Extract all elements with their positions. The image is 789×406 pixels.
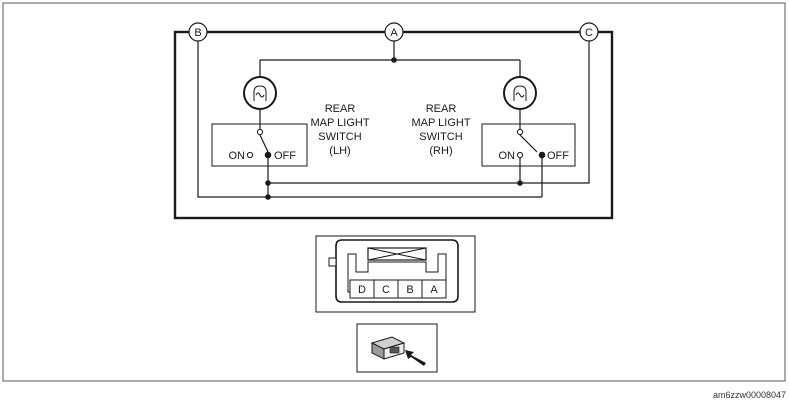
node-c: C xyxy=(579,22,599,42)
switch-terminals-rh xyxy=(516,128,546,159)
view-direction-icon xyxy=(356,323,438,373)
node-b-label: B xyxy=(194,27,201,39)
view-arrow-icon xyxy=(405,350,426,366)
connector-view: D C B A xyxy=(315,235,476,313)
node-b: B xyxy=(188,22,208,42)
switch-lh-label-line: MAP LIGHT xyxy=(310,117,369,129)
switch-rh-label-line: MAP LIGHT xyxy=(411,117,470,129)
switch-lh-label-line: (LH) xyxy=(329,145,350,157)
switch-lh-label: REAR MAP LIGHT SWITCH (LH) xyxy=(310,103,369,157)
switch-rh-label-line: (RH) xyxy=(429,145,452,157)
node-a: A xyxy=(384,22,404,42)
bulb-rh xyxy=(503,76,537,110)
node-c-label: C xyxy=(585,27,593,39)
switch-box-rh xyxy=(481,123,576,167)
switch-box-lh xyxy=(211,123,308,167)
switch-lh-off-label: OFF xyxy=(274,150,296,162)
node-a-label: A xyxy=(390,27,398,39)
switch-terminals-lh xyxy=(246,128,272,159)
switch-rh-label: REAR MAP LIGHT SWITCH (RH) xyxy=(411,103,470,157)
switch-rh-on-label: ON xyxy=(499,150,516,162)
page-border xyxy=(2,2,786,382)
switch-rh-off-label: OFF xyxy=(547,150,569,162)
switch-rh-label-line: REAR xyxy=(426,103,457,115)
switch-lh-on-label: ON xyxy=(229,150,246,162)
bulb-lh xyxy=(243,76,277,110)
switch-lh-label-line: REAR xyxy=(325,103,356,115)
junction-dots xyxy=(265,57,523,200)
connector-pin: A xyxy=(430,284,438,296)
switch-lh-label-line: SWITCH xyxy=(318,131,361,143)
connector-view-frame xyxy=(315,235,476,313)
connector-pin: C xyxy=(382,284,390,296)
connector-pin: D xyxy=(358,284,366,296)
switch-rh-label-line: SWITCH xyxy=(419,131,462,143)
connector-pin: B xyxy=(406,284,413,296)
reference-code: am6zzw00008047 xyxy=(712,390,786,400)
